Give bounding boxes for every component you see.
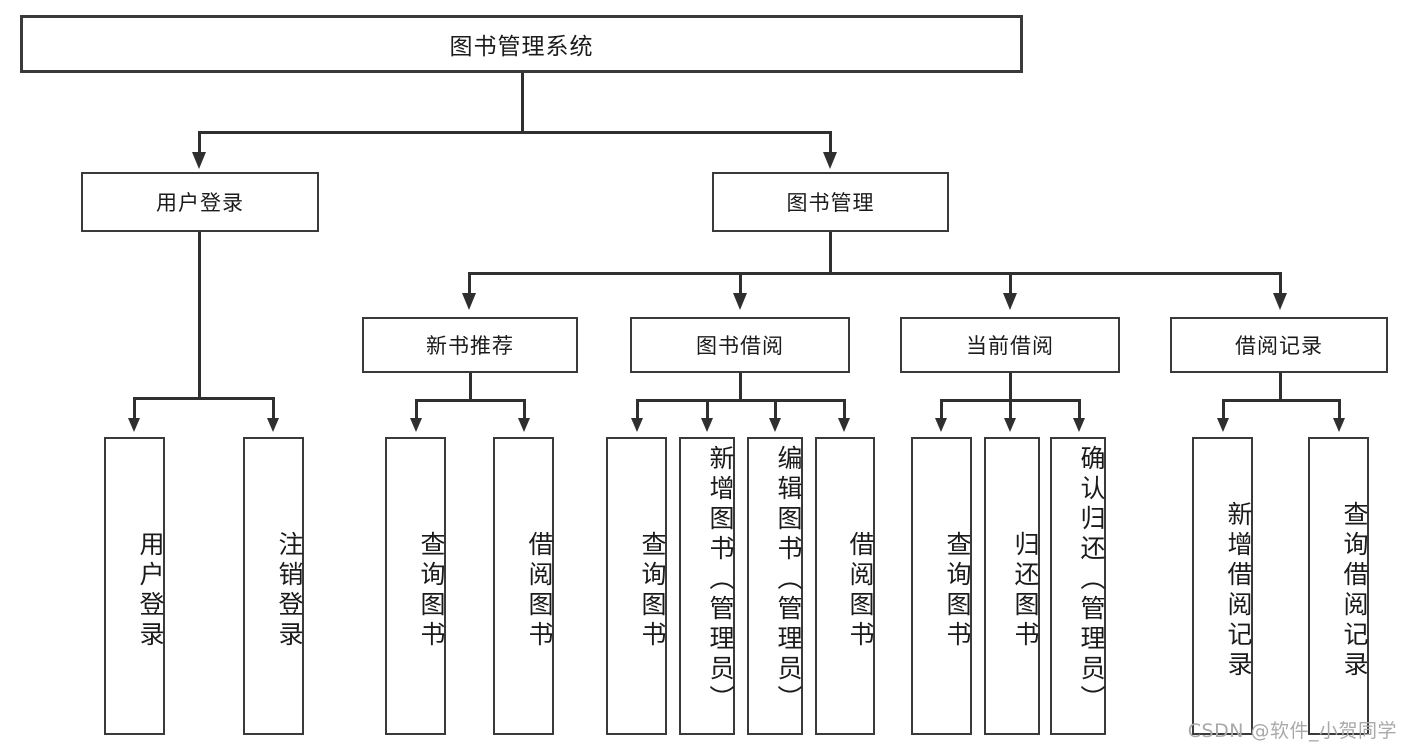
leaf-book-borrow-borrow-book[interactable]: 借阅图书 bbox=[815, 437, 875, 735]
leaf-user-login-logout[interactable]: 注销登录 bbox=[243, 437, 304, 735]
arrowhead-to-new-book-recommend bbox=[462, 293, 476, 310]
leaf-borrow-record-add-record[interactable]: 新增借阅记录 bbox=[1192, 437, 1253, 735]
node-current-borrow[interactable]: 当前借阅 bbox=[900, 317, 1120, 373]
connector-root-to-book-management bbox=[829, 131, 832, 157]
arrowhead-user-login-leaf1 bbox=[128, 418, 140, 432]
leaf-new-book-borrow-book[interactable]: 借阅图书 bbox=[493, 437, 554, 735]
connector-user-login-leaf2 bbox=[272, 397, 275, 421]
leaf-current-borrow-confirm-return-admin[interactable]: 确认归还（管理员） bbox=[1050, 437, 1106, 735]
connector-borrow-record-leaf1 bbox=[1222, 399, 1225, 421]
connector-book-borrow-bus bbox=[636, 399, 845, 402]
leaf-book-borrow-edit-book-admin[interactable]: 编辑图书（管理员） bbox=[747, 437, 803, 735]
node-new-book-recommend[interactable]: 新书推荐 bbox=[362, 317, 578, 373]
leaf-current-borrow-return-book[interactable]: 归还图书 bbox=[984, 437, 1040, 735]
connector-new-book-stem bbox=[469, 373, 472, 401]
arrowhead-book-borrow-leaf4 bbox=[838, 418, 850, 432]
connector-user-login-bus bbox=[133, 397, 274, 400]
arrowhead-borrow-record-leaf2 bbox=[1333, 418, 1345, 432]
connector-current-borrow-stem bbox=[1009, 373, 1012, 401]
connector-book-borrow-leaf1 bbox=[636, 399, 639, 421]
node-borrow-record[interactable]: 借阅记录 bbox=[1170, 317, 1388, 373]
connector-book-management-stem bbox=[829, 232, 832, 274]
arrowhead-book-borrow-leaf1 bbox=[631, 418, 643, 432]
arrowhead-book-borrow-leaf2 bbox=[701, 418, 713, 432]
connector-new-book-leaf1 bbox=[415, 399, 418, 421]
leaf-borrow-record-query-record[interactable]: 查询借阅记录 bbox=[1308, 437, 1369, 735]
connector-root-to-user-login bbox=[198, 131, 201, 157]
leaf-book-borrow-add-book-admin[interactable]: 新增图书（管理员） bbox=[679, 437, 735, 735]
leaf-current-borrow-query-book[interactable]: 查询图书 bbox=[911, 437, 972, 735]
connector-current-borrow-leaf1 bbox=[940, 399, 943, 421]
connector-bm-to-borrow-record bbox=[1279, 272, 1282, 296]
arrowhead-new-book-leaf2 bbox=[518, 418, 530, 432]
connector-current-borrow-leaf2 bbox=[1009, 399, 1012, 421]
arrowhead-new-book-leaf1 bbox=[410, 418, 422, 432]
arrowhead-current-borrow-leaf3 bbox=[1073, 418, 1085, 432]
node-book-borrow[interactable]: 图书借阅 bbox=[630, 317, 850, 373]
connector-current-borrow-leaf3 bbox=[1078, 399, 1081, 421]
connector-bm-to-new-book bbox=[468, 272, 471, 296]
arrowhead-to-book-management bbox=[823, 152, 837, 169]
connector-book-borrow-leaf4 bbox=[843, 399, 846, 421]
leaf-user-login-login[interactable]: 用户登录 bbox=[104, 437, 165, 735]
arrowhead-to-book-borrow bbox=[733, 293, 747, 310]
leaf-new-book-query-book[interactable]: 查询图书 bbox=[385, 437, 446, 735]
arrowhead-book-borrow-leaf3 bbox=[769, 418, 781, 432]
node-user-login[interactable]: 用户登录 bbox=[81, 172, 319, 232]
connector-book-borrow-stem bbox=[739, 373, 742, 401]
arrowhead-current-borrow-leaf1 bbox=[935, 418, 947, 432]
connector-bm-to-book-borrow bbox=[739, 272, 742, 296]
connector-root-stem bbox=[521, 73, 524, 133]
connector-user-login-leaf1 bbox=[133, 397, 136, 421]
connector-root-bus bbox=[198, 131, 832, 134]
connector-new-book-leaf2 bbox=[523, 399, 526, 421]
node-root-book-management-system[interactable]: 图书管理系统 bbox=[20, 15, 1023, 73]
arrowhead-to-current-borrow bbox=[1003, 293, 1017, 310]
arrowhead-to-user-login bbox=[192, 152, 206, 169]
connector-book-management-bus bbox=[468, 272, 1280, 275]
connector-bm-to-current-borrow bbox=[1009, 272, 1012, 296]
leaf-book-borrow-query-book[interactable]: 查询图书 bbox=[606, 437, 667, 735]
arrowhead-current-borrow-leaf2 bbox=[1004, 418, 1016, 432]
arrowhead-borrow-record-leaf1 bbox=[1217, 418, 1229, 432]
node-book-management[interactable]: 图书管理 bbox=[712, 172, 949, 232]
connector-book-borrow-leaf2 bbox=[706, 399, 709, 421]
arrowhead-user-login-leaf2 bbox=[267, 418, 279, 432]
connector-user-login-stem bbox=[198, 232, 201, 399]
arrowhead-to-borrow-record bbox=[1273, 293, 1287, 310]
connector-borrow-record-leaf2 bbox=[1338, 399, 1341, 421]
connector-borrow-record-stem bbox=[1279, 373, 1282, 401]
connector-book-borrow-leaf3 bbox=[774, 399, 777, 421]
connector-new-book-bus bbox=[415, 399, 525, 402]
connector-borrow-record-bus bbox=[1222, 399, 1340, 402]
